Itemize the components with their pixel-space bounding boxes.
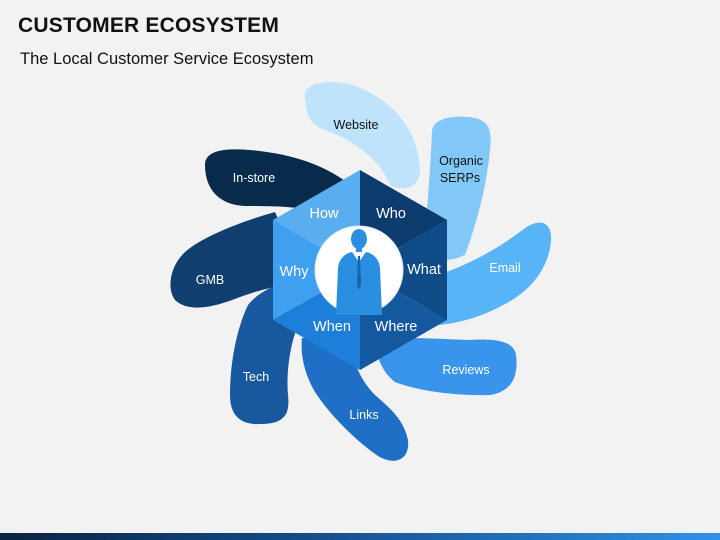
footer-bar	[0, 533, 720, 540]
hexagon: How Who What Where When Why	[273, 170, 447, 370]
petals-group: Website Organic SERPs Email Reviews Link…	[170, 82, 552, 461]
petal-website-label: Website	[334, 118, 379, 132]
businessman-icon	[336, 229, 382, 315]
petal-email-label: Email	[489, 261, 520, 275]
hex-label-when: When	[313, 319, 351, 335]
hex-label-where: Where	[375, 319, 418, 335]
petal-links: Links	[301, 338, 409, 461]
hex-label-what: What	[407, 262, 441, 278]
petal-in-store-shape	[205, 149, 349, 212]
page-subtitle: The Local Customer Service Ecosystem	[20, 50, 314, 68]
petal-organic-serps-label-line2: SERPs	[440, 171, 480, 185]
petal-organic-serps-label-line1: Organic	[439, 154, 483, 168]
petal-reviews: Reviews	[375, 337, 517, 396]
hex-label-who: Who	[376, 206, 406, 222]
petal-email-shape	[429, 222, 552, 326]
petal-email: Email	[429, 222, 552, 326]
petal-in-store-label: In-store	[233, 171, 275, 185]
hex-label-why: Why	[280, 264, 310, 280]
petal-reviews-shape	[375, 337, 517, 396]
hex-label-how: How	[309, 206, 339, 222]
petal-tech-label: Tech	[243, 370, 269, 384]
petal-links-shape	[301, 338, 409, 461]
petal-in-store: In-store	[205, 149, 349, 212]
petal-reviews-label: Reviews	[442, 363, 489, 377]
page-title: CUSTOMER ECOSYSTEM	[18, 14, 280, 37]
petal-gmb-label: GMB	[196, 273, 224, 287]
petal-gmb: GMB	[170, 212, 291, 308]
petal-links-label: Links	[349, 408, 378, 422]
petal-gmb-shape	[170, 212, 291, 308]
petal-website: Website	[304, 82, 420, 189]
petal-website-shape	[304, 82, 420, 189]
